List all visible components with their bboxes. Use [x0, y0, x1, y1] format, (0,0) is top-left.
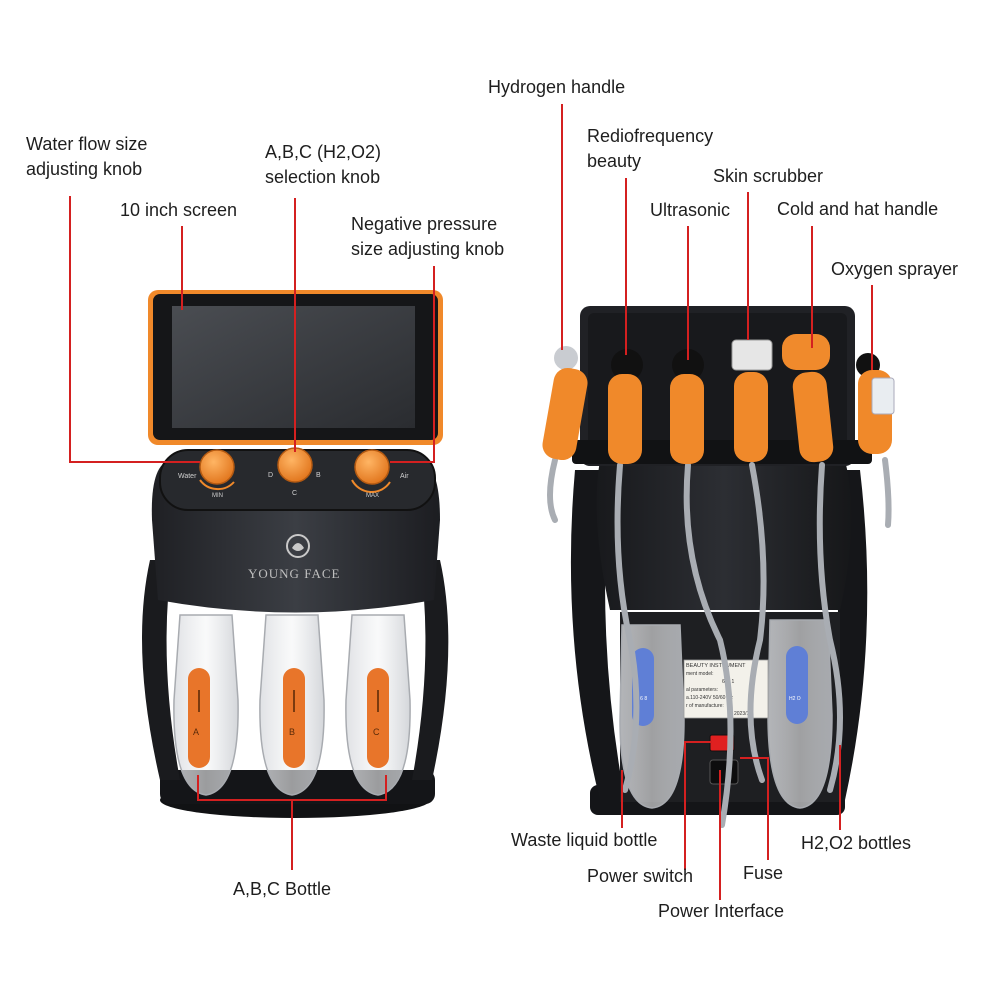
waste-bottle-text: 4 6 8	[636, 696, 647, 702]
negative-pressure-knob[interactable]	[351, 449, 391, 493]
screen-callout: 10 inch screen	[120, 198, 237, 223]
power-switch-callout: Power switch	[587, 864, 693, 889]
waste-bottle-callout: Waste liquid bottle	[511, 828, 657, 853]
power-interface-callout: Power Interface	[658, 899, 784, 924]
c-knob-text: C	[292, 490, 297, 497]
hydrogen-handle-callout-text: Hydrogen handle	[488, 77, 626, 97]
bottle-a	[173, 614, 239, 796]
water-flow-knob-callout: Water flow size adjusting knob	[26, 132, 147, 182]
spec-label-line-4: a.110-240V 50/60 Hz	[686, 695, 733, 701]
hydrogen-handle-callout: Hydrogen handle	[488, 75, 625, 100]
fuse-callout: Fuse	[743, 861, 783, 886]
power-interface[interactable]	[709, 759, 739, 785]
ultrasonic-handle[interactable]	[670, 349, 704, 464]
oxygen-sprayer-handle[interactable]	[856, 353, 895, 454]
min-knob-text: MIN	[212, 493, 223, 499]
abc-selection-knob[interactable]	[277, 447, 313, 483]
abc-selection-callout-line-2: selection knob	[265, 167, 381, 187]
air-knob-text: Air	[400, 473, 409, 480]
handle-hoses	[547, 457, 892, 828]
radiofrequency-callout-line-1: Rediofrequency	[587, 126, 714, 146]
radiofrequency-callout: Rediofrequency beauty	[587, 124, 713, 174]
ultrasonic-callout: Ultrasonic	[650, 198, 730, 223]
spec-label-line-1: ment model:	[686, 671, 714, 677]
brand-text: YOUNG FACE	[248, 566, 340, 581]
max-knob-text: MAX	[366, 493, 379, 499]
negative-pressure-callout-line-1: Negative pressure	[351, 214, 498, 234]
bottle-c	[345, 614, 411, 796]
spec-label-line-3: al parameters:	[686, 687, 718, 693]
power-interface-callout-text: Power Interface	[658, 901, 785, 921]
skin-scrubber-handle[interactable]	[731, 339, 773, 462]
h2o2-bottles-callout-text: H2,O2 bottles	[801, 833, 912, 853]
bottle-b-letter: B	[289, 727, 295, 737]
bottle-a-letter: A	[193, 727, 199, 737]
negative-pressure-callout-line-2: size adjusting knob	[351, 239, 505, 259]
d-knob-text: D	[268, 472, 273, 479]
oxygen-sprayer-callout: Oxygen sprayer	[831, 257, 958, 282]
screen-callout-text: 10 inch screen	[120, 200, 238, 220]
radiofrequency-handle[interactable]	[608, 349, 643, 464]
oxygen-sprayer-callout-text: Oxygen sprayer	[831, 259, 959, 279]
hydrogen-handle[interactable]	[540, 346, 589, 462]
h2o2-bottle-text: H2 O	[789, 696, 801, 702]
waste-bottle-callout-text: Waste liquid bottle	[511, 830, 658, 850]
skin-scrubber-callout: Skin scrubber	[713, 164, 823, 189]
water-flow-knob[interactable]	[199, 449, 235, 491]
young-face-logo	[286, 534, 310, 558]
spec-label-line-5: r of manufacture:	[686, 703, 724, 709]
water-flow-callout-line-1: Water flow size	[26, 134, 148, 154]
spec-label-line-0: BEAUTY INSTRUMENT	[686, 663, 746, 669]
water-flow-callout-line-2: adjusting knob	[26, 159, 143, 179]
power-switch-callout-text: Power switch	[587, 866, 694, 886]
abc-selection-callout-line-1: A,B,C (H2,O2)	[265, 142, 382, 162]
leader-lines	[69, 104, 873, 900]
negative-pressure-callout: Negative pressure size adjusting knob	[351, 212, 504, 262]
skin-scrubber-callout-text: Skin scrubber	[713, 166, 824, 186]
cold-hot-handle-callout: Cold and hat handle	[777, 197, 938, 222]
ultrasonic-callout-text: Ultrasonic	[650, 200, 731, 220]
h2o2-bottles-callout: H2,O2 bottles	[801, 831, 911, 856]
abc-bottle-callout: A,B,C Bottle	[233, 877, 331, 902]
spec-label-line-6: 2023/12	[734, 711, 752, 717]
back-device: BEAUTY INSTRUMENT ment model: 6 in 1 al …	[540, 306, 895, 828]
abc-bottle-callout-text: A,B,C Bottle	[233, 879, 332, 899]
cold-hot-handle[interactable]	[782, 334, 835, 464]
bottle-b	[259, 614, 325, 796]
fuse-callout-text: Fuse	[743, 863, 784, 883]
water-knob-text: Water	[178, 473, 197, 480]
radiofrequency-callout-line-2: beauty	[587, 151, 642, 171]
cold-hot-callout-text: Cold and hat handle	[777, 199, 939, 219]
abc-selection-knob-callout: A,B,C (H2,O2) selection knob	[265, 140, 381, 190]
bottle-c-letter: C	[373, 727, 380, 737]
b-knob-text: B	[316, 472, 321, 479]
